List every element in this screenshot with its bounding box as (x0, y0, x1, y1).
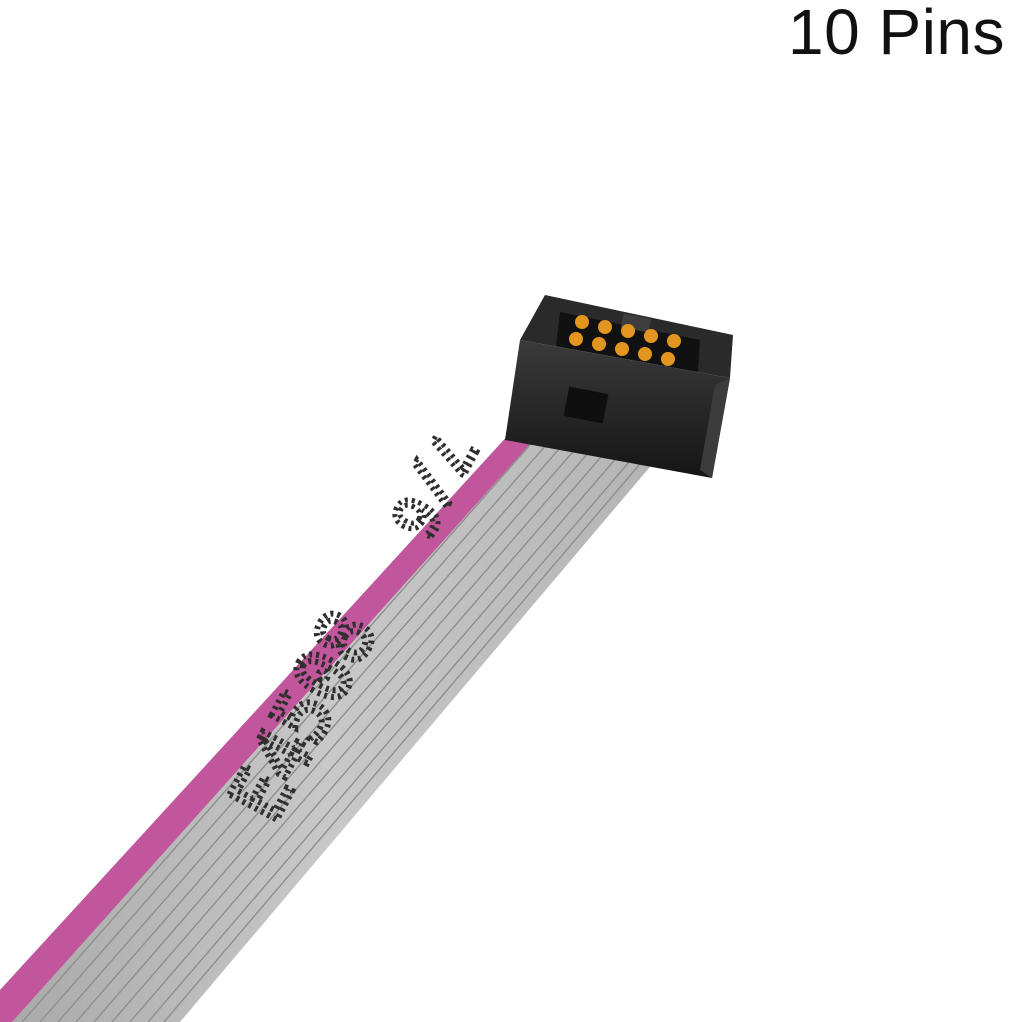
idc-connector (505, 295, 733, 478)
ribbon-grooves (21, 404, 652, 1022)
ribbon-body (0, 395, 660, 1022)
caption-label: 10 Pins (788, 0, 1005, 68)
ribbon-cable (0, 395, 660, 1022)
pin1-stripe (0, 395, 565, 1022)
contacts-top-row (575, 315, 681, 348)
contacts-bottom-row (569, 332, 675, 366)
connector-front (505, 340, 730, 478)
connector-right-edge (700, 378, 730, 478)
connector-notch (563, 386, 609, 424)
